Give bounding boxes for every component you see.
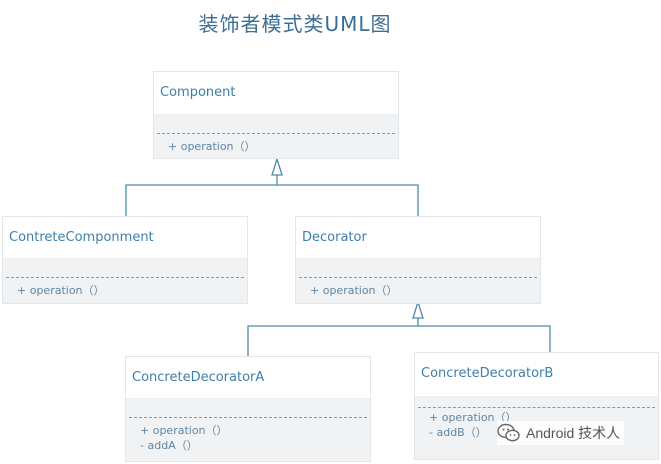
wechat-icon	[497, 423, 520, 442]
separator-dashed	[418, 407, 655, 408]
operations-list: + operation（） - addB（）	[429, 410, 517, 440]
operation: + operation（）	[17, 284, 105, 297]
class-contrete-componment: ContreteComponment + operation（）	[2, 216, 248, 304]
inheritance-arrow-component	[271, 156, 283, 176]
watermark-text: Android 技术人	[526, 425, 621, 441]
connector-contrete-to-component	[125, 184, 419, 217]
operation: + operation（）	[168, 140, 256, 153]
separator-dashed	[6, 277, 244, 278]
class-body: + operation（）	[3, 258, 247, 303]
watermark: Android 技术人	[497, 421, 625, 445]
separator-dashed	[129, 417, 367, 418]
operation: - addA（）	[140, 439, 198, 452]
operation: + operation（）	[310, 284, 398, 297]
class-component: Component + operation（）	[153, 71, 399, 159]
operations-list: + operation（）	[17, 283, 105, 298]
operation: + operation（）	[429, 411, 517, 424]
operations-list: + operation（）	[310, 283, 398, 298]
class-body: + operation（）	[154, 114, 398, 158]
inheritance-arrow-decorator	[412, 299, 424, 319]
class-name: ContreteComponment	[9, 230, 154, 245]
class-body: + operation（）	[296, 258, 540, 303]
separator-dashed	[157, 133, 395, 134]
diagram-title: 装饰者模式类UML图	[198, 12, 392, 36]
operations-list: + operation（）	[168, 139, 256, 154]
operation: + operation（）	[140, 424, 228, 437]
class-name: Component	[160, 85, 236, 100]
separator-dashed	[299, 277, 537, 278]
operation: - addB（）	[429, 426, 487, 439]
operations-list: + operation（） - addA（）	[140, 423, 228, 453]
class-name: ConcreteDecoratorB	[421, 366, 554, 381]
class-concrete-decorator-a: ConcreteDecoratorA + operation（） - addA（…	[125, 356, 371, 462]
class-name: ConcreteDecoratorA	[132, 370, 265, 385]
connector-decoratorA-to-decorator	[247, 325, 551, 356]
class-name: Decorator	[302, 230, 367, 245]
class-decorator: Decorator + operation（）	[295, 216, 541, 304]
class-body: + operation（） - addA（）	[126, 398, 370, 461]
